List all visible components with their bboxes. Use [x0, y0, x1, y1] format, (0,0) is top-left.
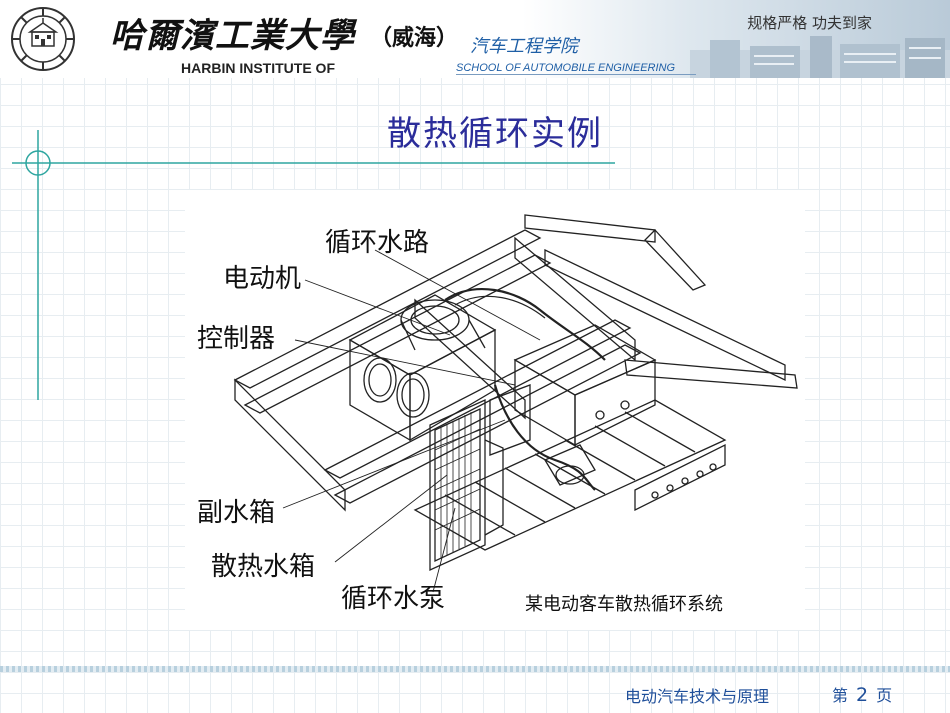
university-seal-logo: [11, 7, 75, 71]
school-name-en: SCHOOL OF AUTOMOBILE ENGINEERING: [456, 62, 676, 74]
label-water-pump: 循环水泵: [341, 584, 446, 614]
university-name-cn: 哈爾濱工業大學: [110, 16, 355, 56]
school-name-cn: 汽车工程学院: [470, 36, 578, 57]
crosshair-decoration: [12, 130, 615, 400]
cooling-system-diagram: 循环水路 电动机 控制器 副水箱 散热水箱 循环水泵: [185, 190, 805, 630]
chassis-drawing: [233, 214, 798, 593]
page-suffix: 页: [876, 686, 893, 705]
footer-course-title: 电动汽车技术与原理: [625, 687, 770, 706]
university-name-en: HARBIN INSTITUTE OF TECHNOLOGY: [181, 60, 335, 78]
header-divider: [456, 74, 696, 75]
figure-caption: 某电动客车散热循环系统: [525, 594, 723, 615]
campus-skyline-graphic: [690, 36, 950, 78]
label-motor: 电动机: [223, 264, 302, 294]
label-expansion-tank: 副水箱: [197, 498, 276, 528]
label-controller: 控制器: [197, 324, 276, 354]
footer-divider: [0, 666, 950, 672]
slide-header: 哈爾濱工業大學 （威海） 汽车工程学院 HARBIN INSTITUTE OF …: [0, 0, 950, 78]
page-number: 2: [856, 684, 869, 706]
page-prefix: 第: [832, 686, 849, 705]
slide-title: 散热循环实例: [387, 114, 603, 154]
label-radiator: 散热水箱: [211, 552, 316, 582]
campus-name-cn: （威海）: [370, 26, 459, 51]
university-motto: 规格严格 功夫到家: [747, 14, 872, 32]
label-circulation-pipe: 循环水路: [325, 228, 430, 258]
